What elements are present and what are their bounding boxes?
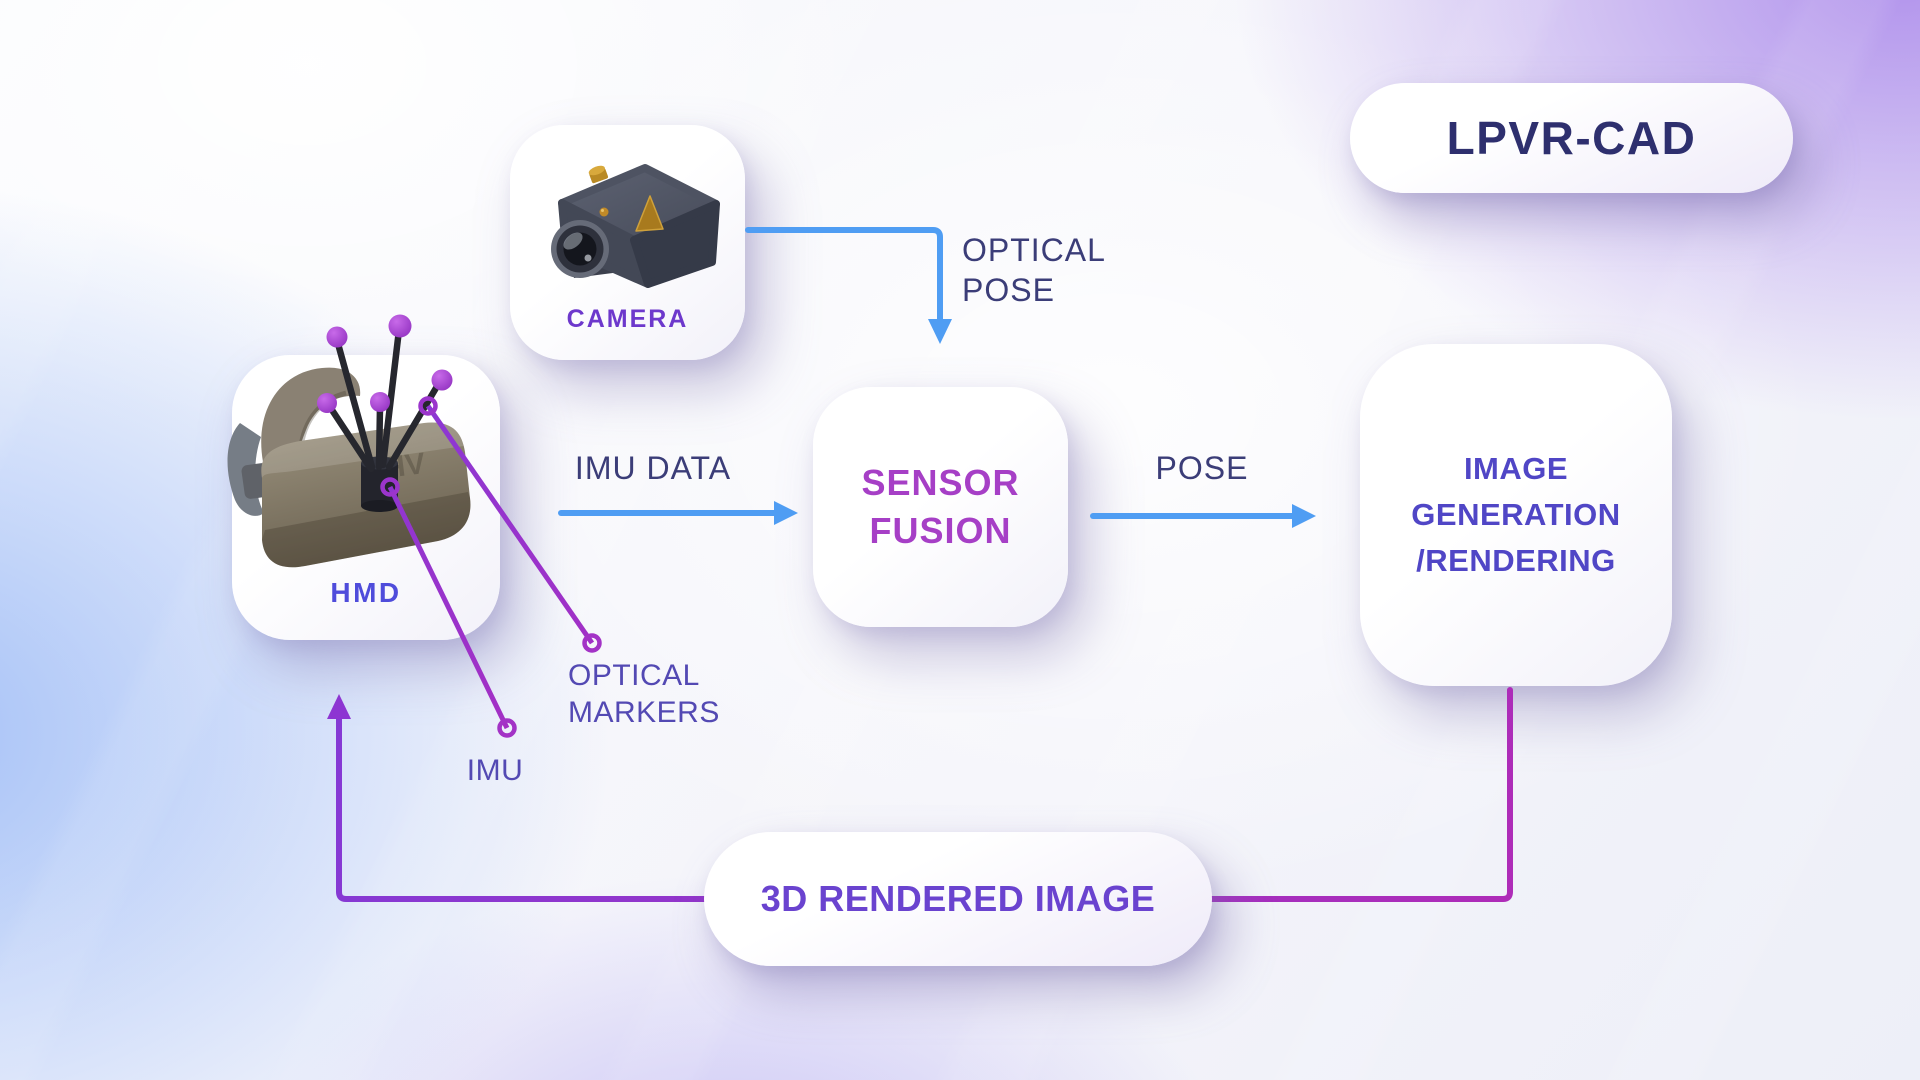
edge-label-pose: POSE [1155, 450, 1249, 486]
optical-markers-line1: OPTICAL [568, 659, 700, 692]
arrow-hmd-to-sensor-fusion [558, 501, 798, 525]
callout-label-imu: IMU [466, 754, 524, 787]
hmd-label: HMD [330, 577, 402, 608]
node-image-generation: IMAGE GENERATION /RENDERING [1360, 344, 1672, 686]
node-3d-rendered-image: 3D RENDERED IMAGE [704, 832, 1212, 966]
page-title: LPVR-CAD [1446, 112, 1697, 164]
node-hmd: HMD [232, 355, 500, 640]
image-generation-label-line2: GENERATION [1411, 497, 1621, 532]
edge-label-imu-data: IMU DATA [574, 450, 732, 486]
node-camera: CAMERA [510, 125, 745, 360]
sensor-fusion-label-line2: FUSION [869, 510, 1012, 551]
node-sensor-fusion: SENSOR FUSION [813, 387, 1068, 627]
optical-pose-line2: POSE [962, 272, 1055, 308]
rendered-image-label: 3D RENDERED IMAGE [760, 878, 1156, 919]
image-generation-label-line3: /RENDERING [1416, 543, 1616, 578]
sensor-fusion-label-line1: SENSOR [861, 462, 1020, 503]
optical-markers-line2: MARKERS [568, 696, 720, 729]
image-generation-label-line1: IMAGE [1463, 451, 1569, 486]
edge-label-optical-pose: OPTICAL POSE [962, 230, 1106, 310]
arrow-camera-to-sensor-fusion [745, 227, 952, 344]
title-badge: LPVR-CAD [1350, 83, 1793, 193]
optical-pose-line1: OPTICAL [962, 232, 1106, 268]
callout-label-optical-markers: OPTICAL MARKERS [568, 657, 720, 731]
camera-label: CAMERA [566, 305, 689, 333]
arrow-sensor-fusion-to-image-generation [1090, 504, 1316, 528]
